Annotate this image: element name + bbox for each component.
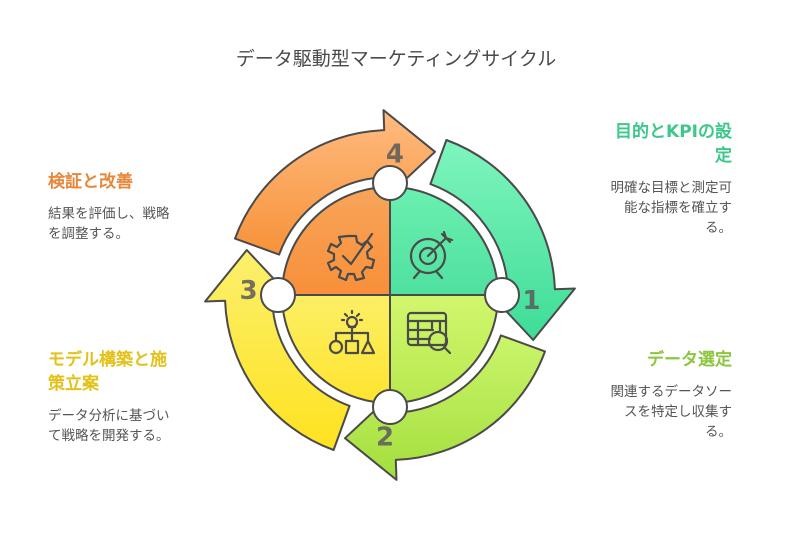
- step-3-number: 3: [240, 276, 258, 306]
- idea-hierarchy-icon: [328, 309, 376, 355]
- step-3-text: モデル構築と施 策立案 データ分析に基づい て戦略を開発する。: [48, 348, 228, 446]
- step-1-desc-line: 能な指標を確立す: [624, 200, 732, 216]
- step-2-text: データ選定 関連するデータソー スを特定し収集す る。: [552, 348, 733, 442]
- target-icon: [409, 230, 454, 280]
- step-4-heading-line: 検証と改善: [48, 172, 133, 192]
- table-search-icon: [406, 311, 452, 355]
- step-3-heading-line: モデル構築と施: [48, 350, 167, 370]
- gear-check-icon: [326, 232, 376, 282]
- step-4-heading: 検証と改善: [48, 170, 228, 194]
- step-4-arrow: [234, 109, 436, 256]
- step-4-desc-line: を調整する。: [48, 226, 129, 242]
- step-1-text: 目的とKPIの設 定 明確な目標と測定可 能な指標を確立す る。: [552, 120, 733, 238]
- step-2-arrow: [344, 334, 546, 481]
- step-2-desc-line: る。: [705, 424, 732, 440]
- step-3-heading: モデル構築と施 策立案: [48, 348, 228, 396]
- step-1-desc-line: 明確な目標と測定可: [610, 180, 733, 196]
- step-1-number: 1: [522, 286, 540, 316]
- step-2-description: 関連するデータソー スを特定し収集す る。: [552, 382, 733, 442]
- step-2-number: 2: [376, 422, 394, 452]
- step-4-number: 4: [386, 140, 404, 170]
- step-3-desc-line: データ分析に基づい: [48, 408, 170, 424]
- quadrant-notch: [260, 277, 296, 313]
- step-4-desc-line: 結果を評価し、戦略: [48, 206, 170, 222]
- step-1-desc-line: る。: [705, 220, 732, 236]
- step-1-heading-line: 目的とKPIの設: [615, 122, 732, 142]
- quadrant-notch: [372, 165, 408, 201]
- quadrant-notch: [484, 277, 520, 313]
- step-2-desc-line: スを特定し収集す: [624, 404, 732, 420]
- step-2-desc-line: 関連するデータソー: [610, 384, 733, 400]
- step-3-arrow: [204, 249, 351, 451]
- step-2-heading-line: データ選定: [647, 350, 732, 370]
- step-3-desc-line: て戦略を開発する。: [48, 428, 170, 444]
- step-2-heading: データ選定: [552, 348, 732, 372]
- step-4-text: 検証と改善 結果を評価し、戦略 を調整する。: [48, 170, 228, 244]
- step-1-heading: 目的とKPIの設 定: [552, 120, 732, 168]
- step-3-description: データ分析に基づい て戦略を開発する。: [48, 406, 228, 446]
- step-1-arrow: [429, 139, 576, 341]
- step-3-heading-line: 策立案: [48, 374, 99, 394]
- step-1-heading-line: 定: [715, 146, 732, 166]
- step-1-description: 明確な目標と測定可 能な指標を確立す る。: [552, 178, 733, 238]
- quadrant-notch: [372, 389, 408, 425]
- diagram-title: データ駆動型マーケティングサイクル: [235, 48, 557, 70]
- step-4-description: 結果を評価し、戦略 を調整する。: [48, 204, 228, 244]
